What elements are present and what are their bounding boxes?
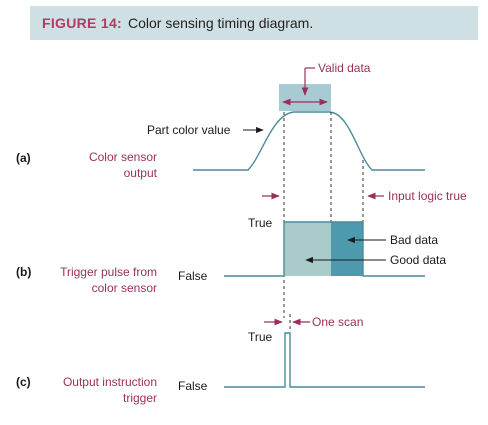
figure-banner: FIGURE 14: Color sensing timing diagram. [30,6,478,40]
good-data-label: Good data [390,253,446,267]
figure-title: Color sensing timing diagram. [128,15,314,31]
row-c-letter: (c) [16,375,31,389]
row-c-true-label: True [248,330,273,344]
row-c-false-label: False [178,379,208,393]
one-scan-group: One scan [264,315,363,329]
row-a-label-line2: output [124,166,158,180]
row-b-label-line1: Trigger pulse from [60,265,157,279]
guide-lines [283,112,364,330]
row-b-true-label: True [248,216,273,230]
figure-label: FIGURE 14: [42,15,123,31]
row-b-label-line2: color sensor [92,281,157,295]
color-sensor-waveform [193,111,425,171]
output-trigger-waveform [224,332,425,388]
row-b: (b) Trigger pulse from color sensor True… [16,216,446,295]
row-a: (a) Color sensor output Part color value [16,111,425,180]
row-a-letter: (a) [16,151,31,165]
trigger-pulse-waveform [224,221,425,277]
good-data-region [284,222,331,276]
part-color-value-label: Part color value [147,123,231,137]
input-logic-true-label: Input logic true [388,189,467,203]
row-a-label-line1: Color sensor [89,150,157,164]
one-scan-label: One scan [312,315,363,329]
bad-data-region [331,222,363,276]
row-b-letter: (b) [16,265,31,279]
valid-data-group: Valid data [279,61,371,111]
row-c-label-line1: Output instruction [63,375,157,389]
bad-data-label: Bad data [390,233,438,247]
row-b-false-label: False [178,269,208,283]
row-c-label-line2: trigger [123,391,157,405]
row-c: (c) Output instruction trigger True Fals… [16,330,425,405]
valid-data-label: Valid data [318,61,371,75]
